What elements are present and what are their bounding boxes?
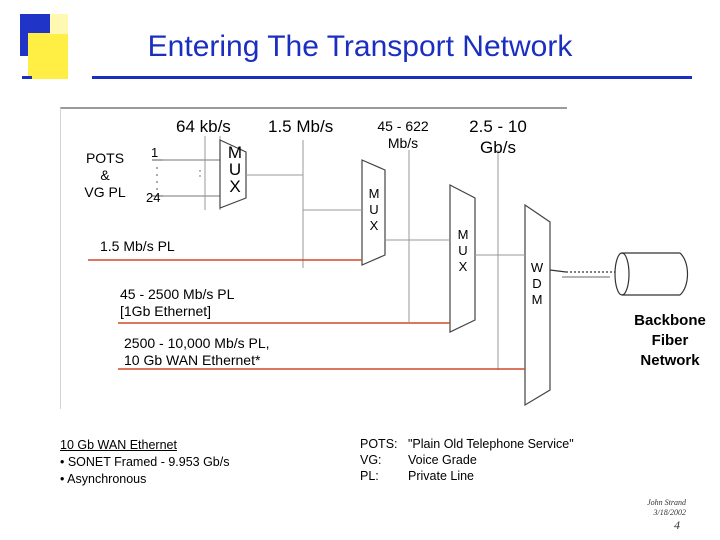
wdm-letter-m: M	[531, 292, 543, 307]
diagram-panel	[60, 107, 567, 409]
footnote-item: • SONET Framed - 9.953 Gb/s	[60, 455, 230, 469]
glossary-row: PL: Private Line	[360, 468, 574, 484]
glossary-term: PL:	[360, 469, 379, 483]
rate-1-5m: 1.5 Mb/s	[268, 117, 334, 136]
wdm	[524, 203, 551, 407]
title-rule	[92, 76, 692, 79]
mux-2-letter-m: M	[368, 186, 380, 201]
pl-1-5m-label: 1.5 Mb/s PL	[100, 238, 175, 254]
private-lines	[88, 259, 525, 370]
mux-1-label: M U X	[226, 144, 244, 195]
pots-label: POTS & VG PL	[84, 150, 126, 200]
glossary-row: VG: Voice Grade	[360, 452, 574, 468]
page-title: Entering The Transport Network	[147, 30, 573, 63]
mux-3-letter-m: M	[457, 227, 469, 242]
channel-last: 24	[146, 190, 161, 205]
mux-2-letter-u: U	[369, 202, 379, 217]
mux-3	[449, 184, 476, 333]
glossary-term: VG:	[360, 453, 382, 467]
logo-square-yellow	[28, 33, 68, 79]
channel-ticks	[152, 159, 163, 197]
wdm-label: W D M	[528, 260, 546, 308]
footnote-heading: 10 Gb WAN Ethernet	[60, 438, 177, 452]
pl-45-2500-label: 45 - 2500 Mb/s PL [1Gb Ethernet]	[120, 286, 235, 319]
mux-1-letter-u: U	[228, 160, 242, 179]
channel-first: 1	[151, 145, 159, 160]
logo-square-light	[50, 14, 68, 34]
mux-1	[219, 139, 247, 209]
mux-2-label: M U X	[366, 186, 382, 234]
mux-1-letter-x: X	[229, 177, 241, 196]
author-name: John Strand	[647, 498, 686, 507]
glossary-def: "Plain Old Telephone Service"	[408, 437, 574, 451]
author-date: 3/18/2002	[653, 508, 686, 517]
rate-64k: 64 kb/s	[176, 117, 231, 136]
rate-45-622: 45 - 622 Mb/s	[377, 118, 429, 151]
glossary-row: POTS: "Plain Old Telephone Service"	[360, 436, 574, 452]
backbone-fiber	[614, 252, 689, 296]
wdm-letter-d: D	[532, 276, 542, 291]
backbone-label: Backbone Fiber Network	[634, 312, 706, 369]
mux-3-letter-u: U	[458, 243, 468, 258]
glossary: POTS: "Plain Old Telephone Service" VG: Vo…	[360, 436, 574, 484]
mux-3-label: M U X	[455, 227, 471, 275]
footnote-item: • Asynchronous	[60, 472, 147, 486]
glossary-term: POTS:	[360, 437, 398, 451]
glossary-def: Voice Grade	[408, 453, 477, 467]
footnote: 10 Gb WAN Ethernet • SONET Framed - 9.95…	[60, 437, 229, 488]
mux-2-letter-x: X	[369, 218, 379, 233]
rate-2-5-10g: 2.5 - 10 Gb/s	[469, 117, 527, 157]
mux-2	[361, 159, 386, 266]
title-rule-stub	[22, 76, 32, 79]
pl-2500-10000-label: 2500 - 10,000 Mb/s PL, 10 Gb WAN Etherne…	[124, 335, 270, 368]
mux-1-letter-m: M	[227, 143, 243, 162]
author-block: John Strand 3/18/2002	[620, 498, 686, 518]
channel-lines	[163, 159, 220, 197]
mux-3-letter-x: X	[458, 259, 468, 274]
glossary-def: Private Line	[408, 469, 475, 483]
wdm-letter-w: W	[530, 260, 544, 275]
page-number: 4	[674, 518, 680, 532]
